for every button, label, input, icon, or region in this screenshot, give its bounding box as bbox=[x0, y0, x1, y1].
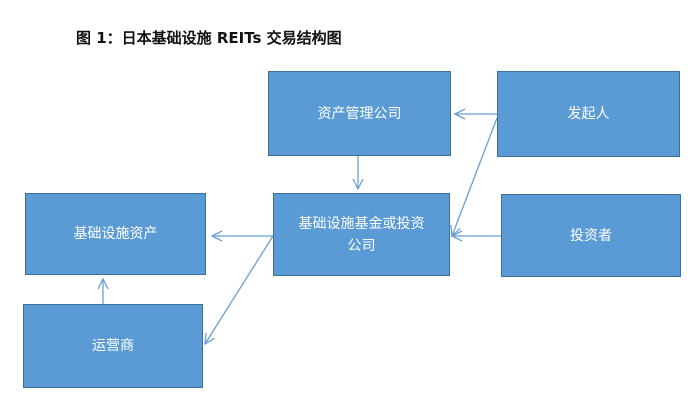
figure-title: 图 1：日本基础设施 REITs 交易结构图 bbox=[76, 29, 342, 47]
node-asset-management-company: 资产管理公司 bbox=[268, 71, 451, 156]
edge-sponsor-to-fund bbox=[452, 117, 498, 236]
node-label: 基础设施资产 bbox=[73, 226, 158, 242]
node-sponsor: 发起人 bbox=[497, 71, 680, 157]
node-label: 基础设施基金或投资 公司 bbox=[298, 215, 425, 254]
node-operator: 运营商 bbox=[23, 304, 203, 388]
node-label: 投资者 bbox=[570, 227, 612, 244]
node-label: 资产管理公司 bbox=[317, 105, 402, 122]
node-label: 发起人 bbox=[567, 106, 610, 122]
node-investors: 投资者 bbox=[501, 194, 681, 277]
node-label: 运营商 bbox=[92, 338, 134, 354]
node-infrastructure-fund: 基础设施基金或投资 公司 bbox=[273, 193, 450, 276]
edge-fund-to-operator bbox=[205, 235, 274, 344]
node-infrastructure-assets: 基础设施资产 bbox=[25, 193, 206, 275]
